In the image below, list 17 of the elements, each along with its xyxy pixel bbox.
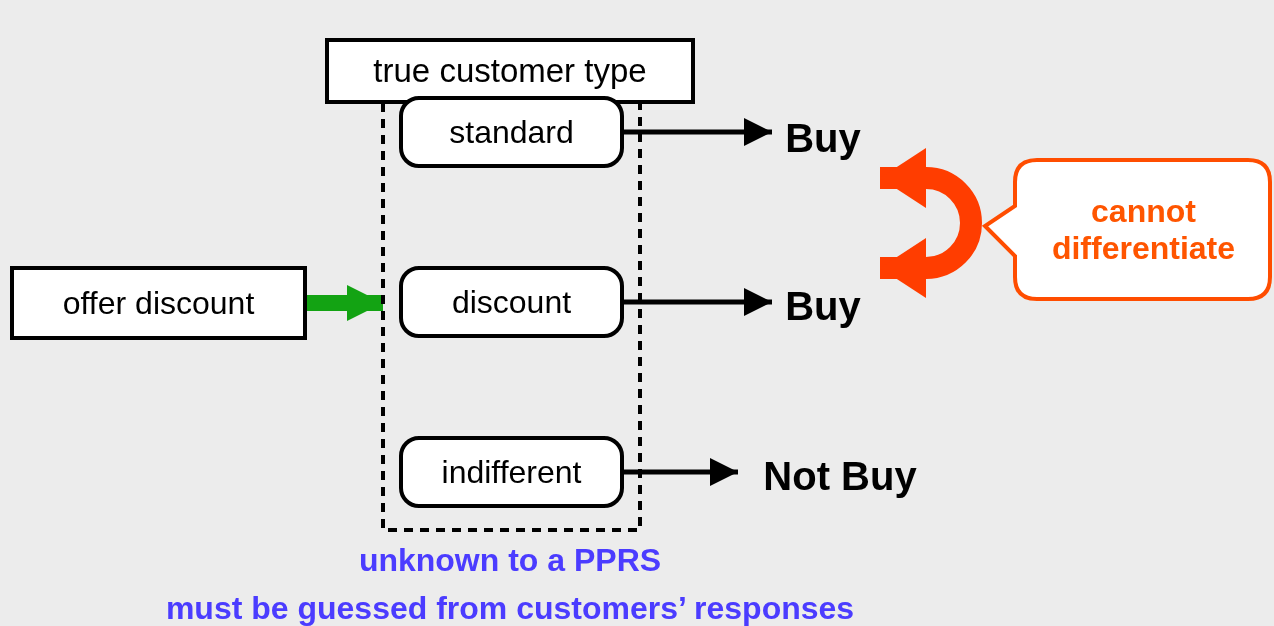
block-arrow	[307, 285, 383, 321]
outcome-label: Buy	[772, 112, 874, 164]
curved-double-arrow	[880, 148, 982, 298]
type-box: discount	[399, 266, 624, 338]
note-text: must be guessed from customers’ responses	[165, 589, 855, 626]
type-box: standard	[399, 96, 624, 168]
arrow	[624, 458, 738, 486]
action-box: offer discount	[10, 266, 307, 340]
callout-bubble: cannot differentiate	[982, 158, 1272, 301]
outcome-label: Not Buy	[738, 450, 942, 502]
note-text: unknown to a PPRS	[358, 541, 662, 580]
outcome-label: Buy	[772, 280, 874, 332]
type-box: indifferent	[399, 436, 624, 508]
dashed-group-frame	[325, 38, 695, 530]
heading-box: true customer type	[325, 38, 695, 104]
arrow	[624, 118, 772, 146]
arrow	[624, 288, 772, 316]
